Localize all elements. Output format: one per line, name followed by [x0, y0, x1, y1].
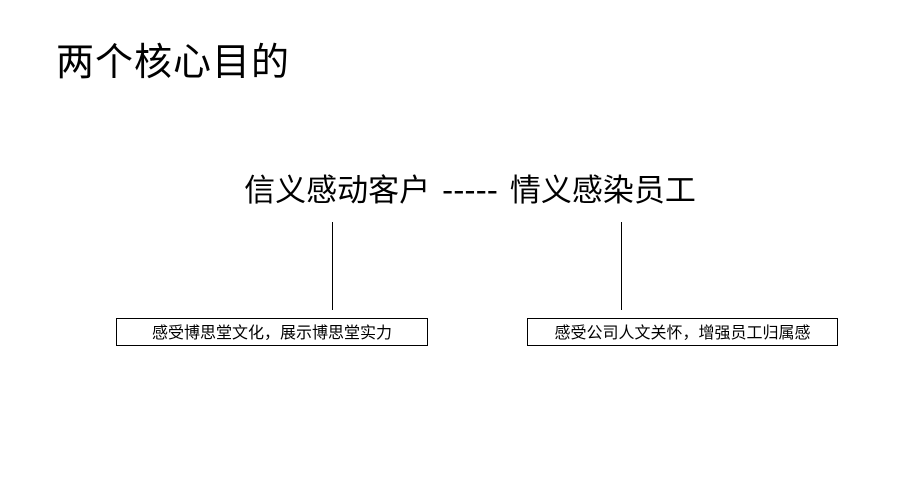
- connector-line-right: [621, 222, 622, 310]
- goal-box-left: 感受博思堂文化，展示博思堂实力: [116, 318, 428, 346]
- headline-separator: -----: [442, 173, 498, 209]
- goal-box-right: 感受公司人文关怀，增强员工归属感: [527, 318, 838, 346]
- slide-title: 两个核心目的: [56, 40, 291, 84]
- connector-line-left: [332, 222, 333, 310]
- headline: 信义感动客户 ----- 情义感染员工: [0, 170, 920, 212]
- headline-right: 情义感染员工: [509, 173, 696, 209]
- headline-left: 信义感动客户: [244, 173, 431, 209]
